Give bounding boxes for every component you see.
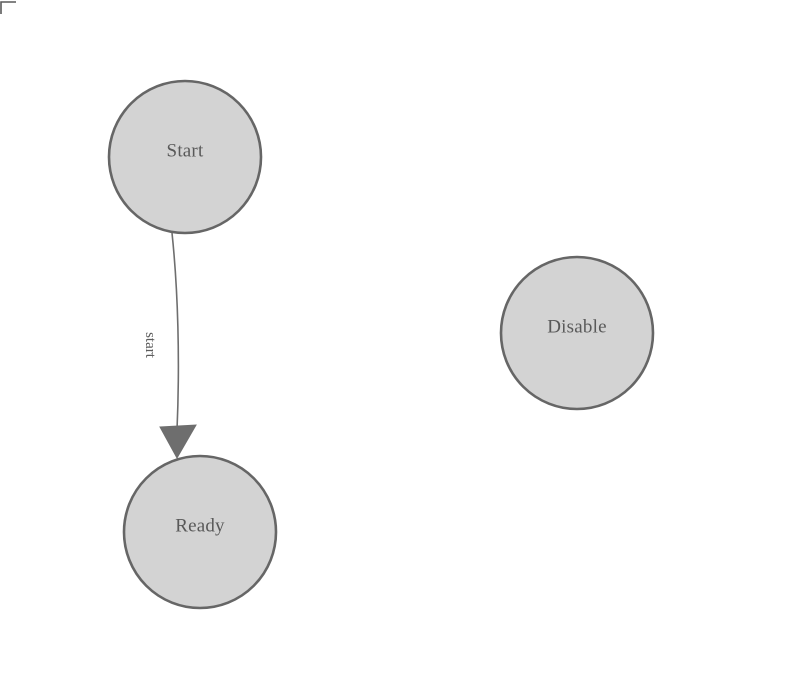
node-disable[interactable]: Disable xyxy=(499,255,655,411)
node-ready-label: Ready xyxy=(175,516,225,537)
node-ready[interactable]: Ready xyxy=(122,454,278,610)
node-ready-circle[interactable] xyxy=(122,454,278,610)
node-disable-label: Disable xyxy=(547,317,606,338)
edge-start-to-ready[interactable]: start xyxy=(142,232,197,460)
node-start[interactable]: Start xyxy=(107,79,263,235)
crop-corner-mark xyxy=(0,1,16,14)
edge-line xyxy=(171,232,180,431)
node-disable-circle[interactable] xyxy=(499,255,655,411)
node-start-label: Start xyxy=(167,141,204,162)
edge-arrowhead-icon xyxy=(159,424,197,460)
node-start-circle[interactable] xyxy=(107,79,263,235)
edge-label-start: start xyxy=(142,332,158,359)
